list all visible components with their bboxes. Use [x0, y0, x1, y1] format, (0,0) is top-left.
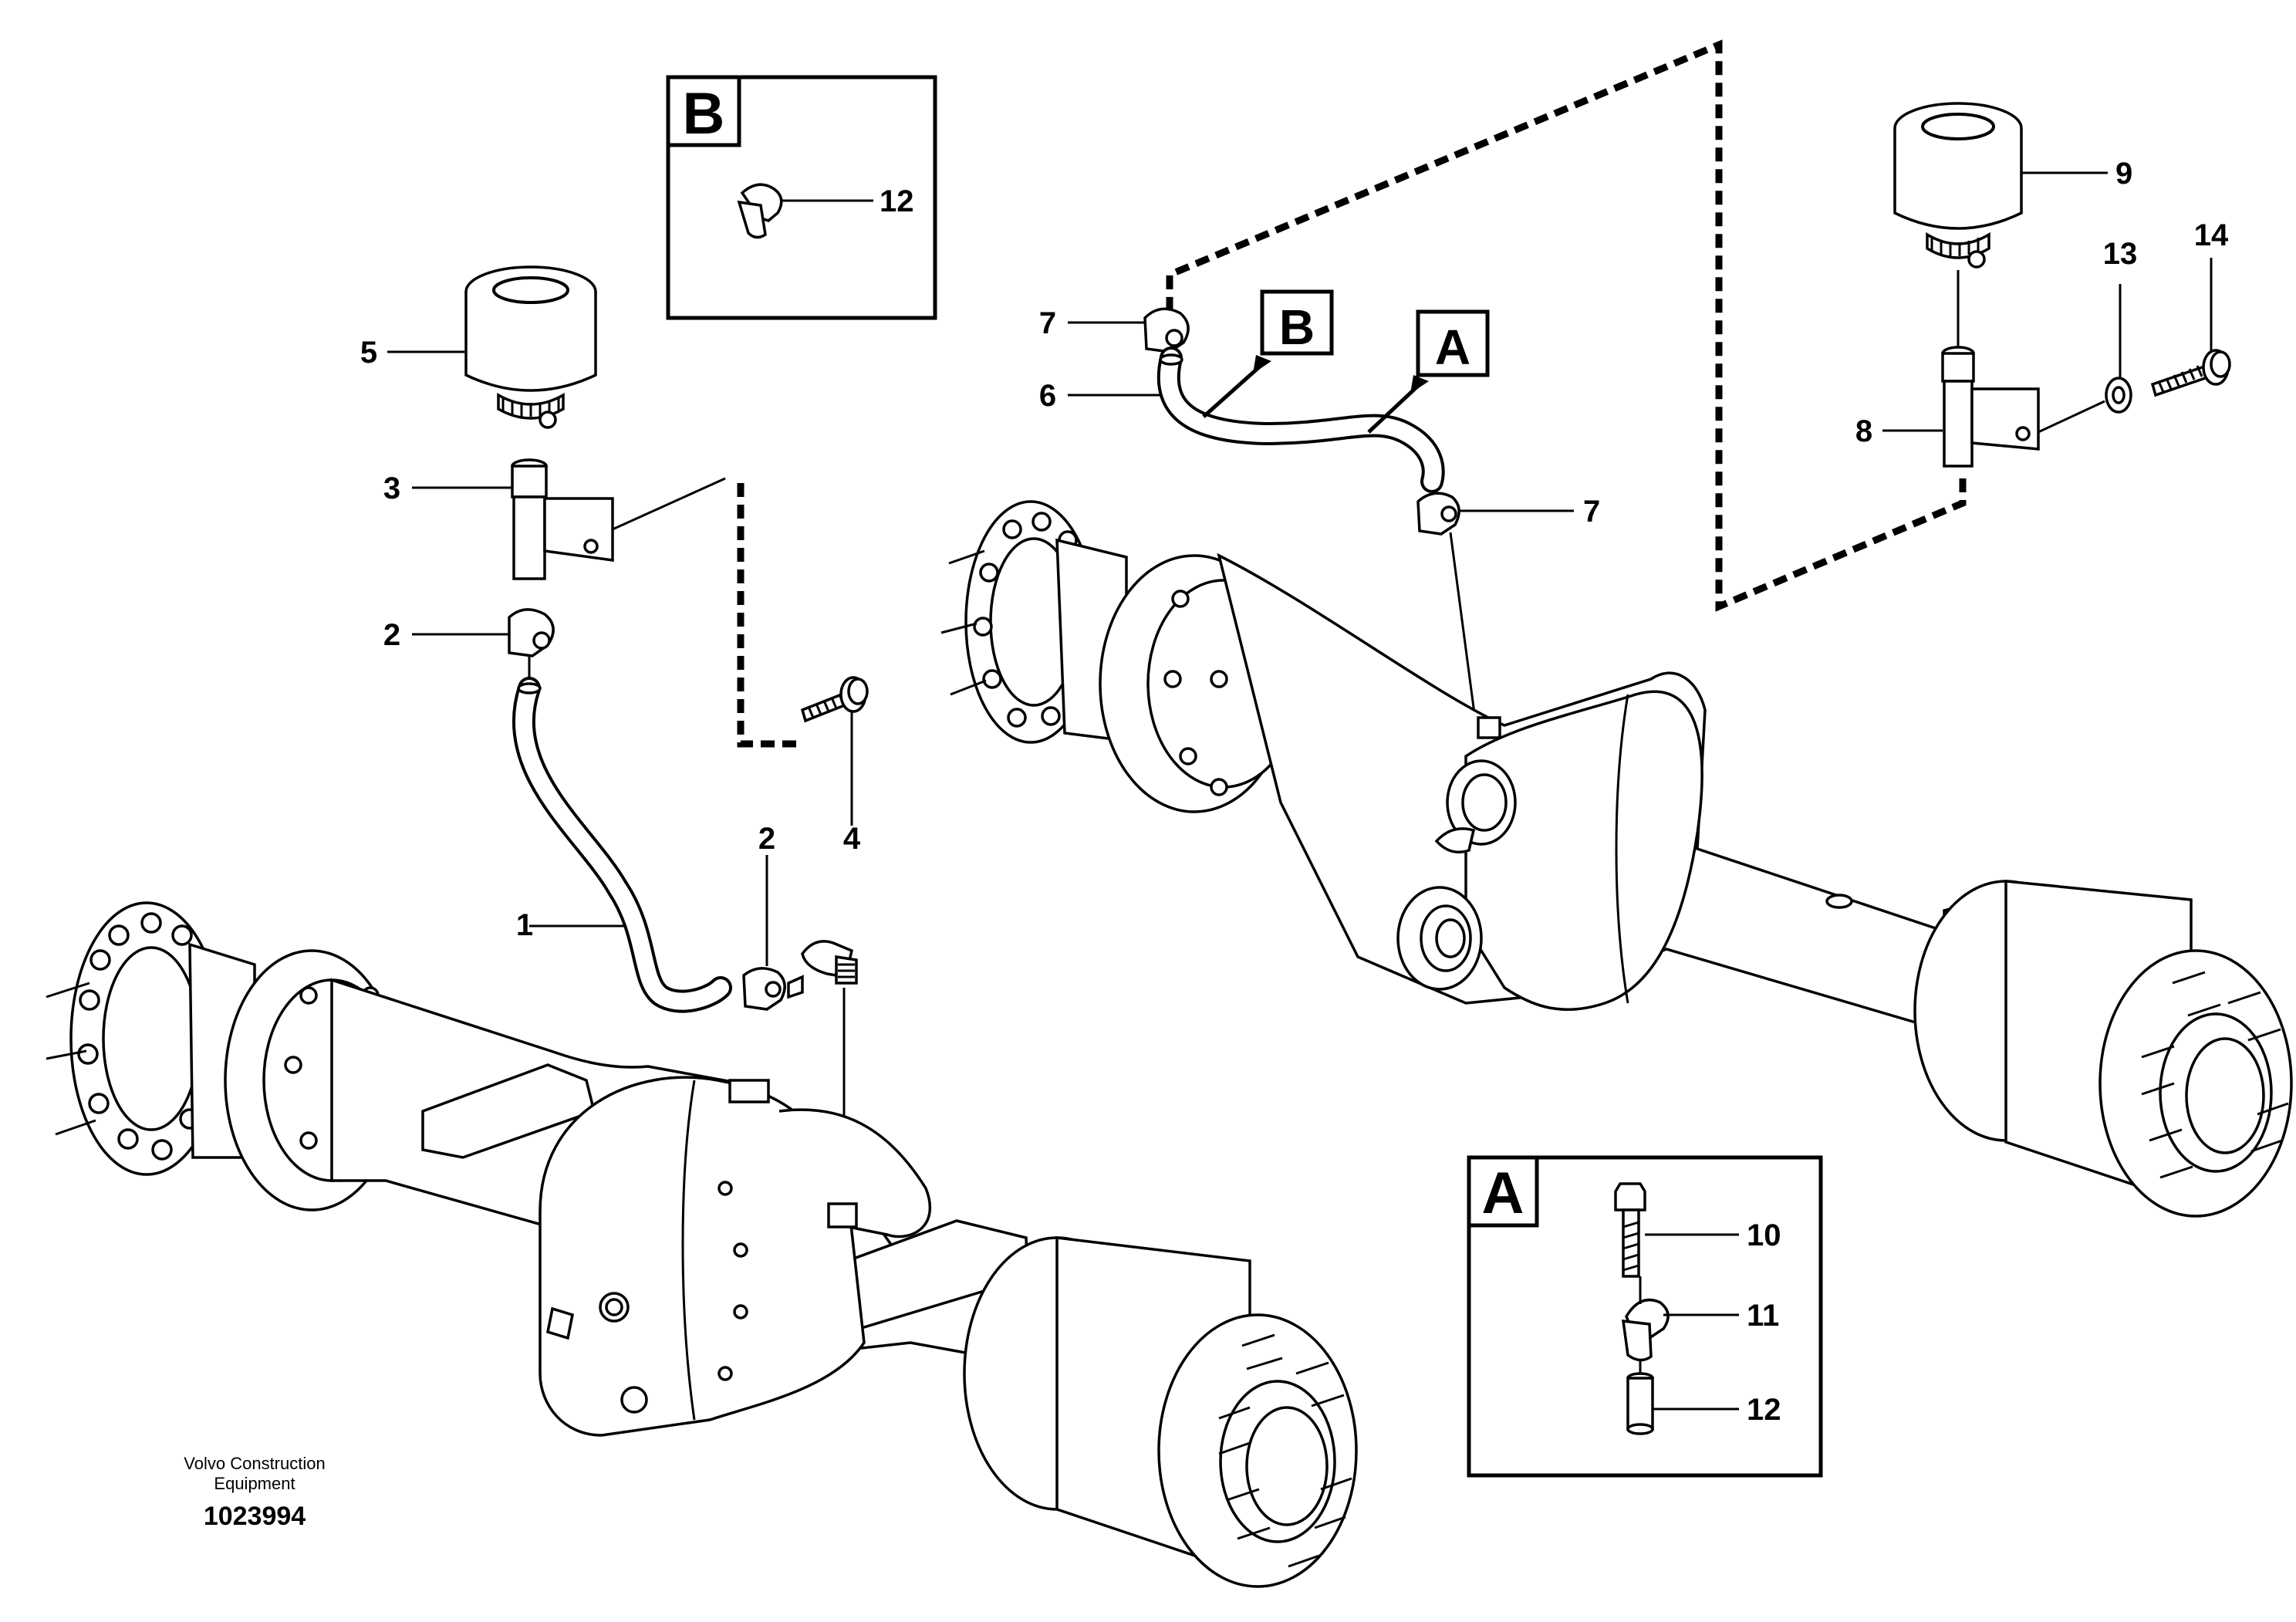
- bolt-right: [2150, 349, 2231, 397]
- callout-2-lower: 2: [758, 822, 775, 856]
- dashed-link-left: [737, 483, 802, 748]
- clamp-left-lower: [742, 967, 786, 1011]
- callout-1: 1: [516, 908, 533, 942]
- callout-12-box-a: 12: [1747, 1393, 1781, 1427]
- callout-11: 11: [1747, 1299, 1779, 1333]
- axle-right: [940, 500, 2293, 1218]
- bolt-part: [1614, 1182, 1646, 1278]
- callout-7-lower: 7: [1583, 495, 1600, 529]
- marker-b: B: [1202, 289, 1334, 418]
- detail-box-a: A 10 11 12: [1467, 1155, 1823, 1478]
- callout-6: 6: [1039, 379, 1056, 413]
- callout-10: 10: [1747, 1218, 1781, 1252]
- clamp-part: [1621, 1298, 1670, 1362]
- clamp-right-lower: [1416, 492, 1460, 536]
- washer-right: [2105, 377, 2132, 414]
- marker-a-letter: A: [1435, 319, 1470, 375]
- elbow-fitting-left: [787, 940, 858, 999]
- callout-8: 8: [1855, 414, 1872, 448]
- detail-box-b: B 12: [666, 75, 937, 320]
- detail-box-a-letter: A: [1482, 1161, 1524, 1226]
- hose-right: [1156, 346, 1445, 493]
- sleeve-part: [1626, 1372, 1654, 1435]
- callout-2-upper: 2: [383, 618, 400, 652]
- hose-left: [512, 677, 732, 1013]
- breather-nipple-right: [1941, 346, 2105, 468]
- marker-b-letter: B: [1279, 299, 1315, 355]
- callout-4: 4: [843, 822, 861, 856]
- clamp-left-upper: [508, 608, 555, 657]
- callout-3: 3: [383, 471, 400, 505]
- breather-filter-left: [464, 265, 597, 429]
- callout-7-upper: 7: [1039, 306, 1056, 340]
- callout-13: 13: [2103, 237, 2138, 271]
- callout-12-box-b: 12: [880, 184, 914, 218]
- breather-filter-right: [1893, 102, 2023, 269]
- detail-box-b-letter: B: [683, 81, 725, 147]
- dashed-link-right: [1166, 39, 1967, 612]
- reference-company-line1: Volvo Construction: [184, 1454, 325, 1473]
- clamp-part: [737, 183, 783, 239]
- reference-block: Volvo Construction Equipment 1023994: [184, 1454, 325, 1531]
- callout-9: 9: [2115, 157, 2132, 191]
- axle-left: [46, 901, 1358, 1588]
- reference-number: 1023994: [204, 1502, 306, 1531]
- marker-a: A: [1367, 309, 1490, 434]
- breather-nipple-left: [511, 458, 726, 580]
- reference-company-line2: Equipment: [214, 1474, 295, 1493]
- callout-14: 14: [2194, 218, 2229, 252]
- bolt-left: [800, 676, 869, 723]
- clamp-right-upper: [1143, 307, 1190, 353]
- callout-5: 5: [360, 336, 377, 370]
